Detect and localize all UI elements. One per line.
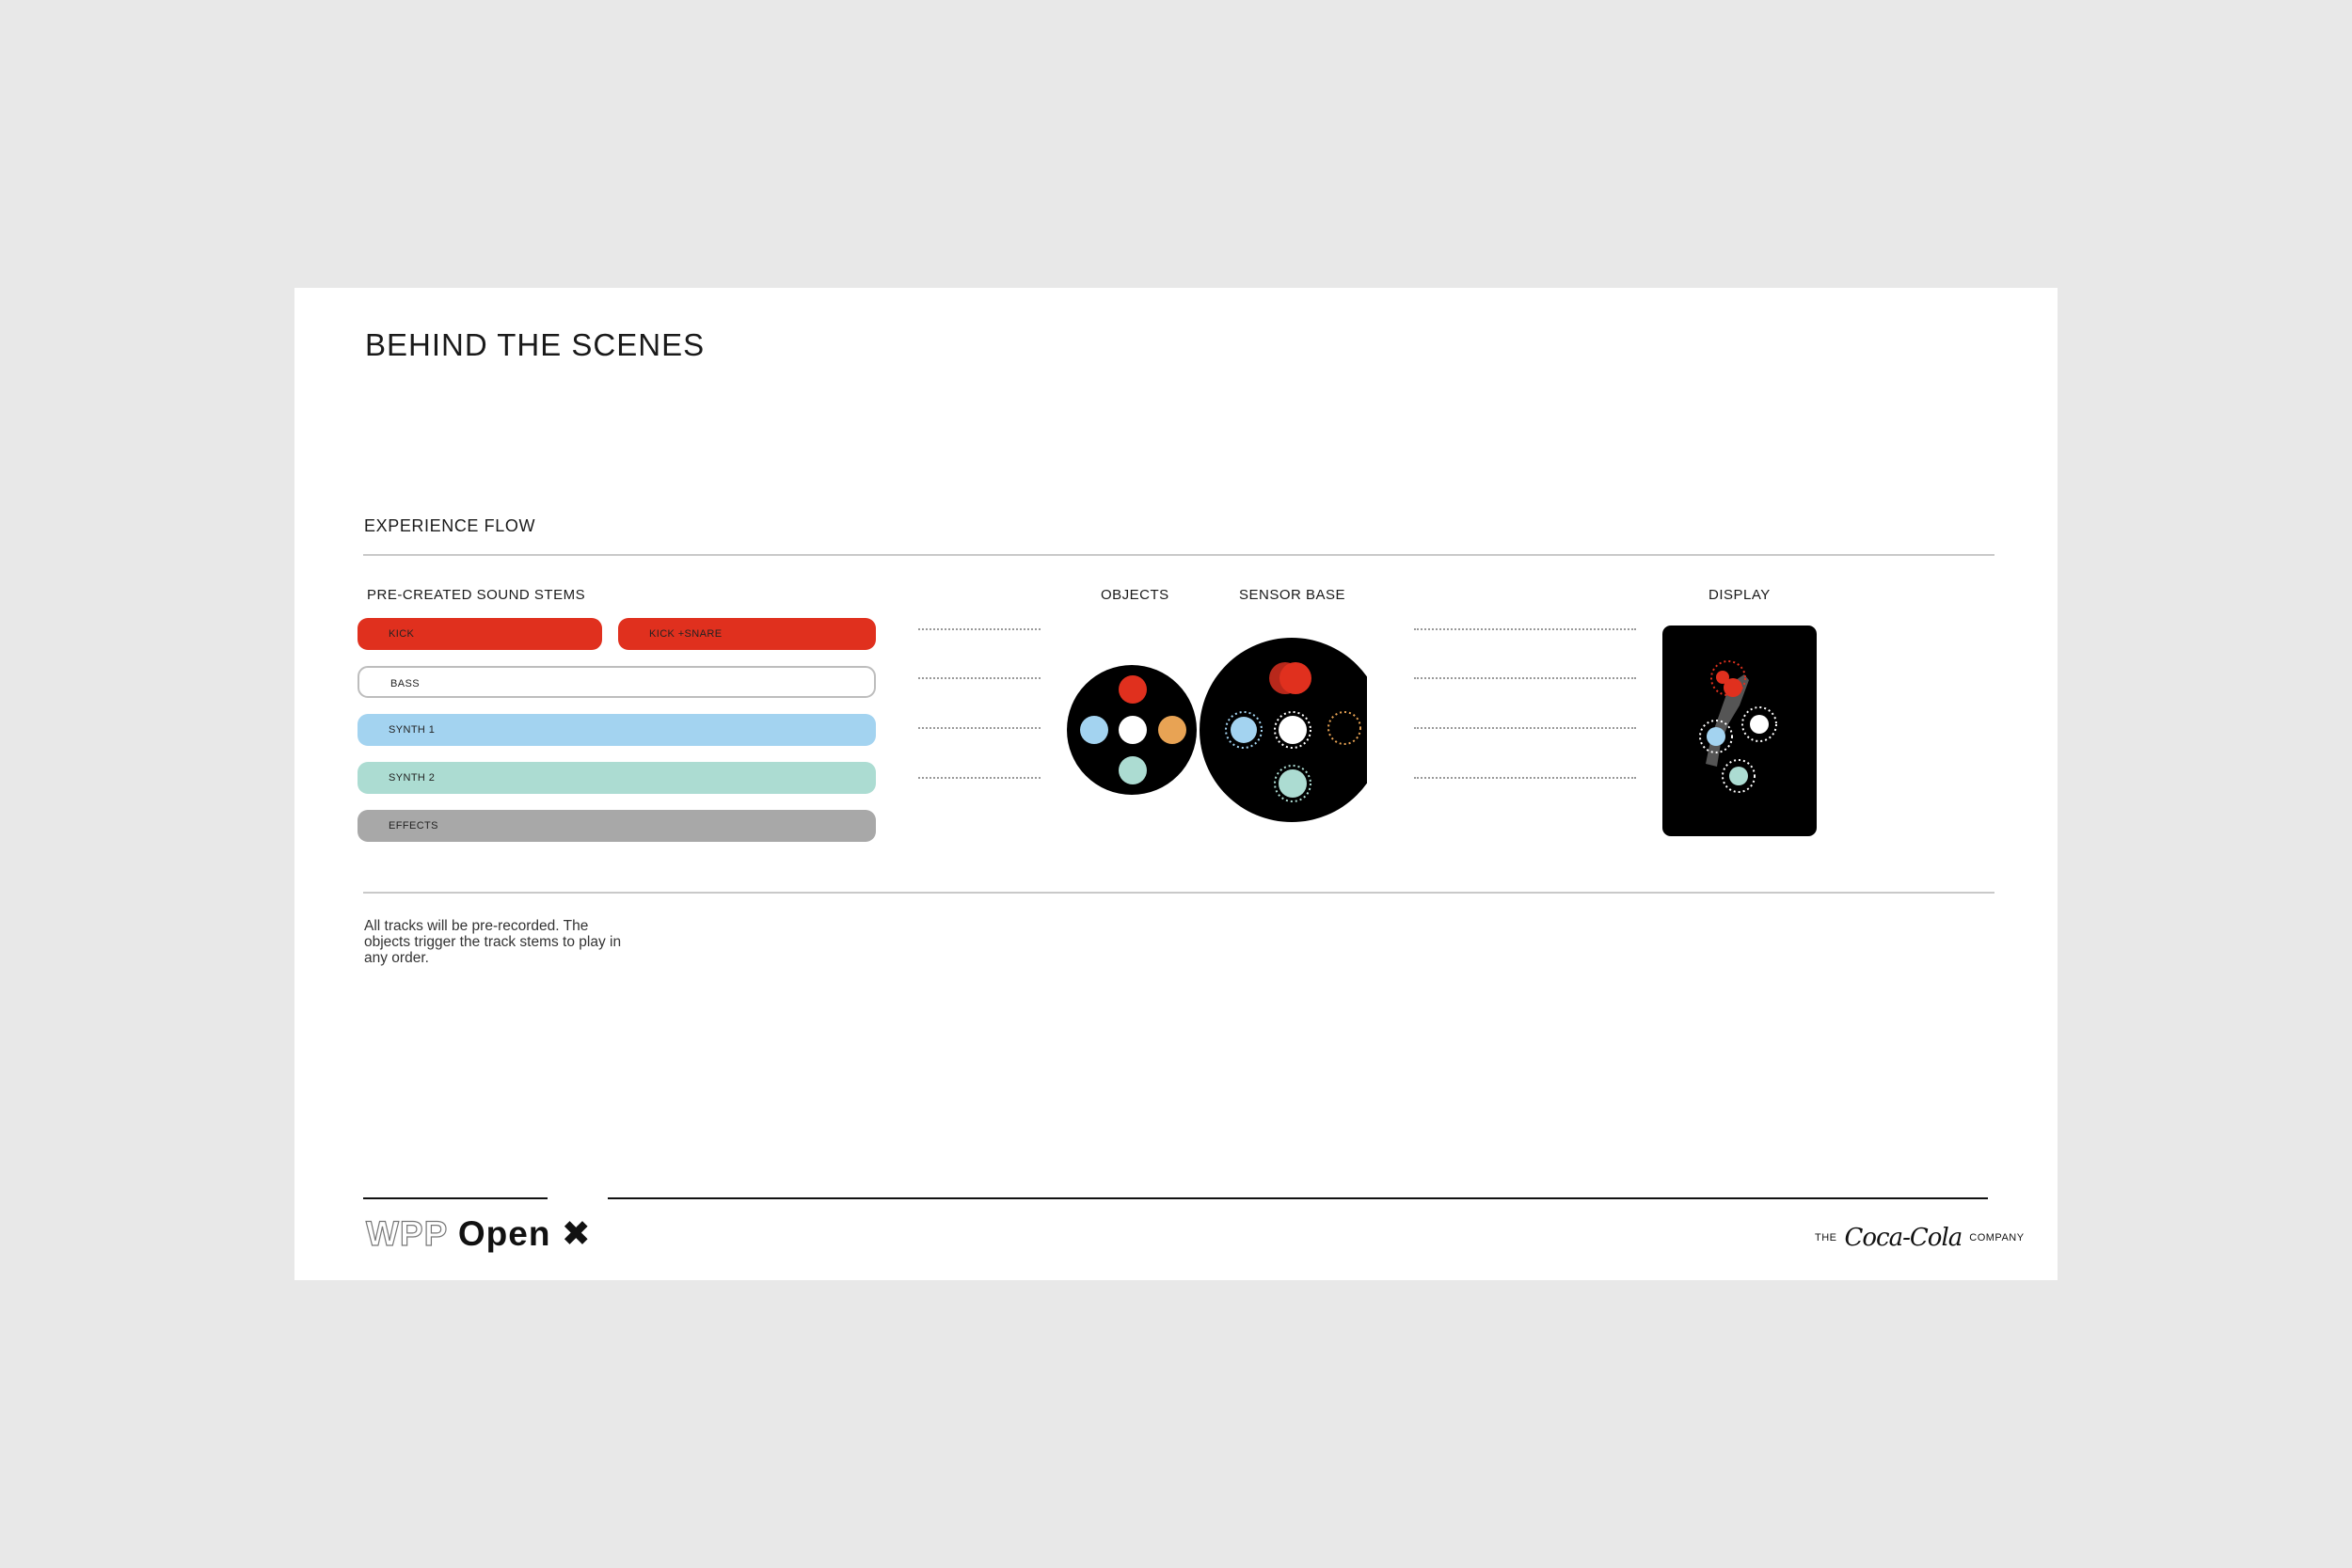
stem-kick-snare: KICK +SNARE — [618, 618, 876, 650]
sensor-blue — [1231, 717, 1257, 743]
sensor-column-label: SENSOR BASE — [1239, 587, 1346, 603]
sensor-orange-empty — [1327, 711, 1361, 745]
footer-rule-left — [363, 1197, 548, 1199]
sensor-white — [1279, 716, 1307, 744]
display-teal — [1729, 767, 1748, 785]
sensor-red — [1279, 662, 1311, 694]
flow-note: All tracks will be pre-recorded. The obj… — [364, 918, 622, 966]
connector-line — [1414, 677, 1636, 679]
stem-kick: KICK — [358, 618, 602, 650]
page-title: BEHIND THE SCENES — [365, 327, 706, 362]
stem-synth-1: SYNTH 1 — [358, 714, 876, 746]
display-column-label: DISPLAY — [1708, 587, 1771, 603]
coca-cola-company-logo: THE Coca-Cola COMPANY — [1815, 1224, 2025, 1252]
connector-line — [918, 777, 1041, 779]
stem-synth-2: SYNTH 2 — [358, 762, 876, 794]
client-company: COMPANY — [1969, 1232, 2025, 1243]
object-blue — [1080, 716, 1108, 744]
object-orange — [1158, 716, 1186, 744]
stem-effects: EFFECTS — [358, 810, 876, 842]
connector-line — [918, 727, 1041, 729]
display-white — [1750, 715, 1769, 734]
objects-disc — [1067, 665, 1197, 795]
connector-line — [1414, 777, 1636, 779]
sensor-base-disc — [1200, 638, 1367, 822]
object-teal — [1119, 756, 1147, 784]
open-wordmark: Open — [457, 1214, 551, 1253]
connector-line — [918, 628, 1041, 630]
display-blue — [1707, 727, 1725, 746]
stem-bass: BASS — [358, 666, 876, 698]
display-red — [1724, 678, 1742, 697]
wpp-open-x-logo: WPP Open ✖ — [365, 1213, 592, 1254]
slide: BEHIND THE SCENES EXPERIENCE FLOW PRE-CR… — [294, 288, 2058, 1280]
x-mark-icon: ✖ — [561, 1214, 592, 1253]
divider-bottom — [363, 892, 1994, 894]
objects-and-sensor-diagram — [1067, 638, 1367, 822]
object-white — [1119, 716, 1147, 744]
connector-line — [1414, 727, 1636, 729]
display-red-small — [1716, 671, 1729, 684]
wpp-wordmark: WPP — [365, 1213, 448, 1253]
connector-line — [1414, 628, 1636, 630]
client-the: THE — [1815, 1232, 1837, 1243]
sensor-teal — [1279, 769, 1307, 798]
objects-column-label: OBJECTS — [1101, 587, 1169, 603]
client-brand: Coca-Cola — [1844, 1224, 1963, 1252]
footer-rule-right — [608, 1197, 1988, 1199]
section-heading: EXPERIENCE FLOW — [364, 516, 536, 535]
object-red — [1119, 675, 1147, 704]
stems-column-label: PRE-CREATED SOUND STEMS — [367, 587, 586, 603]
connector-line — [918, 677, 1041, 679]
divider-top — [363, 554, 1994, 556]
display-screen — [1662, 626, 1817, 836]
